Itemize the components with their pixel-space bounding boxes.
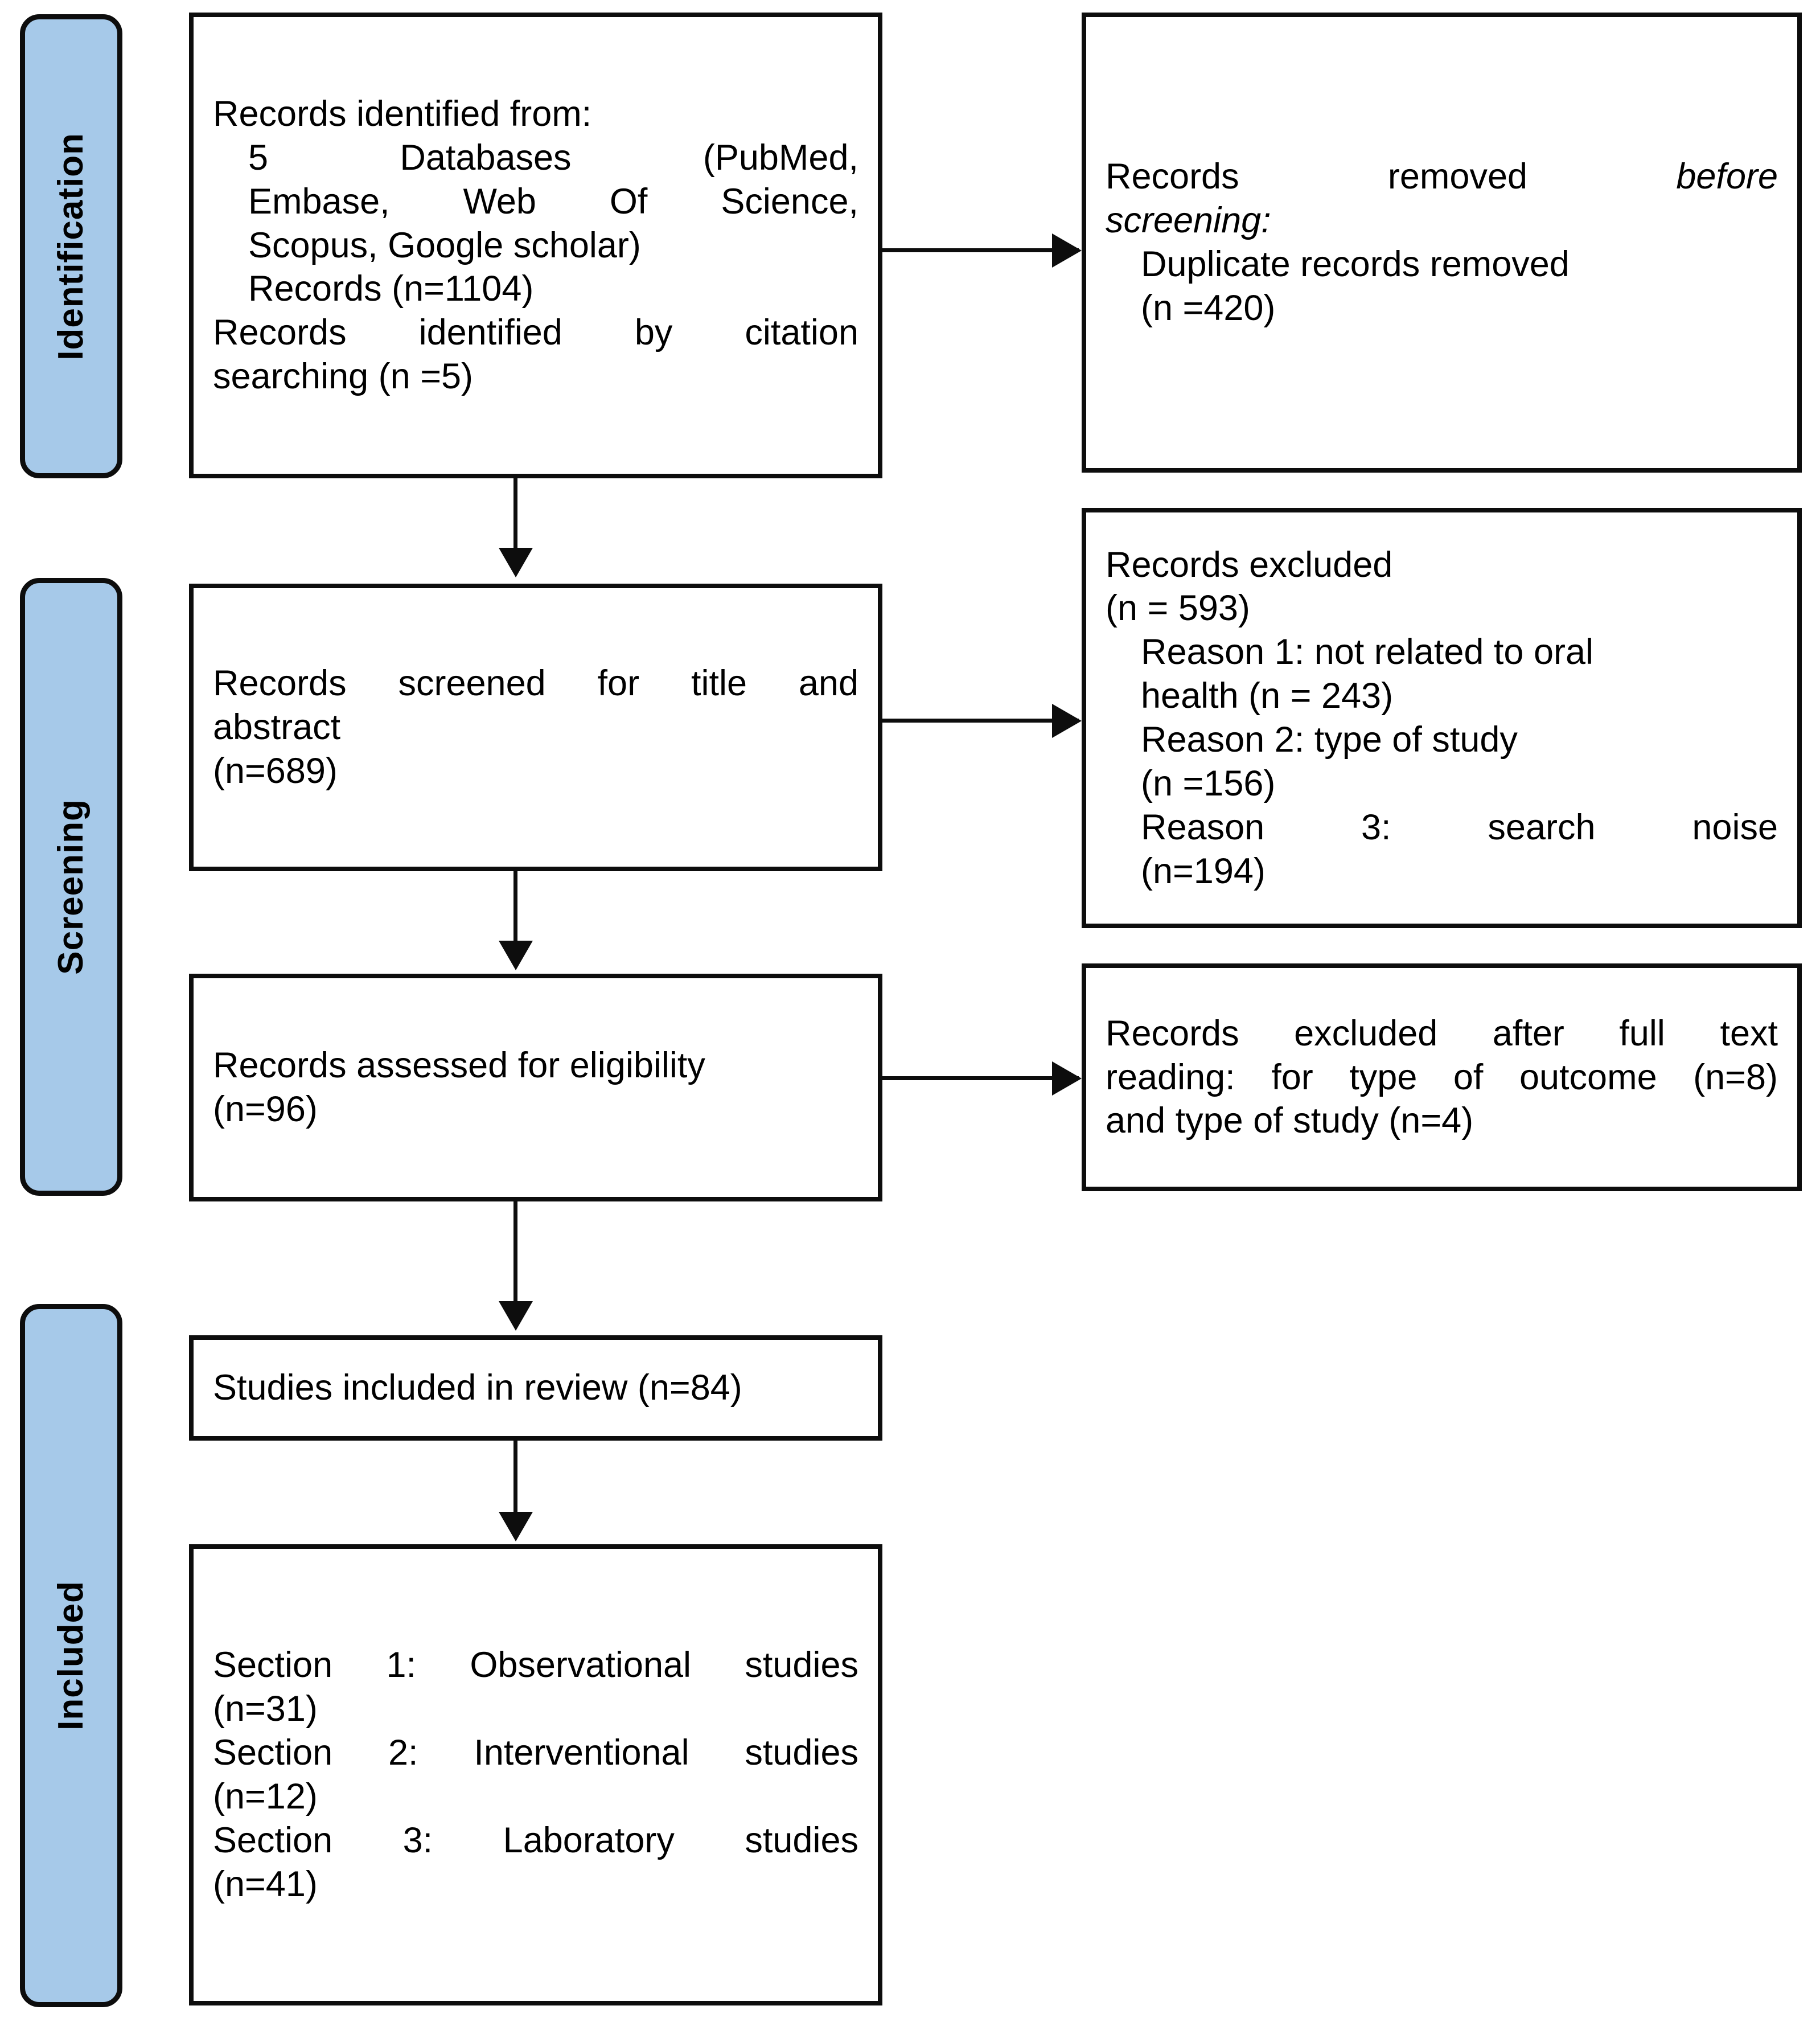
records-identified-line-7: searching (n =5) [213, 356, 473, 397]
phase-bar-screening: Screening [20, 578, 122, 1196]
box-records-identified: Records identified from: 5 Databases (Pu… [189, 13, 882, 478]
box-records-assessed-text: Records assessed for eligibility (n=96) [194, 1044, 878, 1131]
records-excluded-reason-1: Reason 1: not related to oral [1141, 632, 1594, 672]
connector-eligibility-to-studies-arrow [499, 1301, 533, 1331]
box-studies-included-in-review: Studies included in review (n=84) [189, 1335, 882, 1441]
section-2-count: (n=12) [213, 1777, 318, 1816]
connector-screened-to-eligibility-arrow [499, 941, 533, 970]
box-records-identified-text: Records identified from: 5 Databases (Pu… [194, 92, 878, 399]
records-excluded-fulltext-line-3: and type of study (n=4) [1106, 1101, 1474, 1141]
box-records-screened: Records screened for title and abstract … [189, 584, 882, 871]
records-excluded-fulltext-line-2: reading: for type of outcome (n=8) [1106, 1057, 1778, 1097]
records-removed-line-2: screening: [1106, 200, 1271, 241]
box-included-sections-text: Section 1: Observational studies (n=31) … [194, 1643, 878, 1906]
section-1-count: (n=31) [213, 1689, 318, 1729]
records-excluded-reason-3-count: (n=194) [1141, 851, 1266, 891]
connector-eligibility-to-studies-line [513, 1201, 517, 1304]
section-3-count: (n=41) [213, 1864, 318, 1904]
box-records-removed-text: Records removed before screening: Duplic… [1086, 155, 1797, 330]
connector-studies-to-sections-line [513, 1441, 517, 1515]
box-records-removed-before-screening: Records removed before screening: Duplic… [1082, 13, 1802, 473]
records-screened-line-3: (n=689) [213, 750, 338, 791]
phase-label-included: Included [51, 1581, 91, 1730]
box-records-excluded-fulltext-text: Records excluded after full text reading… [1086, 1012, 1797, 1143]
section-2-label: Section 2: Interventional studies [213, 1733, 858, 1773]
records-assessed-line-1: Records assessed for eligibility [213, 1045, 705, 1086]
connector-studies-to-sections-arrow [499, 1512, 533, 1541]
connector-identified-to-removed-line [882, 248, 1079, 252]
connector-screened-to-eligibility-line [513, 871, 517, 944]
connector-identified-to-screened-arrow [499, 548, 533, 577]
records-removed-line-3: Duplicate records removed [1141, 244, 1570, 284]
connector-identified-to-removed-arrow [1052, 233, 1082, 268]
records-excluded-reason-3: Reason 3: search noise [1141, 807, 1778, 847]
records-identified-line-2: 5 Databases (PubMed, [248, 137, 858, 178]
studies-included-line-1: Studies included in review (n=84) [213, 1368, 742, 1408]
connector-eligibility-to-excluded-fulltext-arrow [1052, 1061, 1082, 1096]
records-removed-line-1-italic: before [1676, 157, 1778, 197]
box-records-excluded-screening-text: Records excluded (n = 593) Reason 1: not… [1086, 543, 1797, 893]
records-identified-line-6: Records identified by citation [213, 313, 858, 353]
records-excluded-fulltext-line-1: Records excluded after full text [1106, 1013, 1778, 1053]
records-screened-line-2: abstract [213, 707, 341, 748]
records-excluded-reason-2-count: (n =156) [1141, 763, 1276, 803]
box-records-excluded-screening: Records excluded (n = 593) Reason 1: not… [1082, 508, 1802, 928]
records-excluded-line-2: (n = 593) [1106, 588, 1250, 629]
phase-bar-identification: Identification [20, 14, 122, 478]
records-identified-line-5: Records (n=1104) [248, 269, 534, 309]
box-records-assessed-eligibility: Records assessed for eligibility (n=96) [189, 974, 882, 1201]
phase-label-identification: Identification [51, 132, 91, 360]
records-excluded-line-1: Records excluded [1106, 544, 1393, 585]
records-identified-line-3: Embase, Web Of Science, [248, 181, 858, 222]
section-3-label: Section 3: Laboratory studies [213, 1820, 858, 1860]
records-identified-line-1: Records identified from: [213, 93, 592, 134]
box-records-excluded-fulltext: Records excluded after full text reading… [1082, 963, 1802, 1191]
records-excluded-reason-1-count: health (n = 243) [1141, 676, 1394, 716]
records-removed-line-4: (n =420) [1141, 288, 1276, 328]
connector-identified-to-screened-line [513, 478, 517, 551]
records-excluded-reason-2: Reason 2: type of study [1141, 720, 1518, 760]
box-records-screened-text: Records screened for title and abstract … [194, 662, 878, 793]
records-removed-line-1: Records removed before [1106, 155, 1778, 199]
phase-bar-included: Included [20, 1304, 122, 2007]
records-assessed-line-2: (n=96) [213, 1089, 318, 1129]
box-studies-included-text: Studies included in review (n=84) [194, 1366, 878, 1410]
records-identified-line-4: Scopus, Google scholar) [248, 225, 641, 265]
records-removed-line-1-plain: Records removed [1106, 157, 1677, 197]
connector-screened-to-excluded-arrow [1052, 704, 1082, 738]
section-1-label: Section 1: Observational studies [213, 1645, 858, 1685]
box-included-sections: Section 1: Observational studies (n=31) … [189, 1544, 882, 2005]
connector-eligibility-to-excluded-fulltext-line [882, 1076, 1079, 1080]
connector-screened-to-excluded-line [882, 719, 1079, 723]
records-screened-line-1: Records screened for title and [213, 663, 858, 704]
phase-label-screening: Screening [51, 799, 91, 975]
